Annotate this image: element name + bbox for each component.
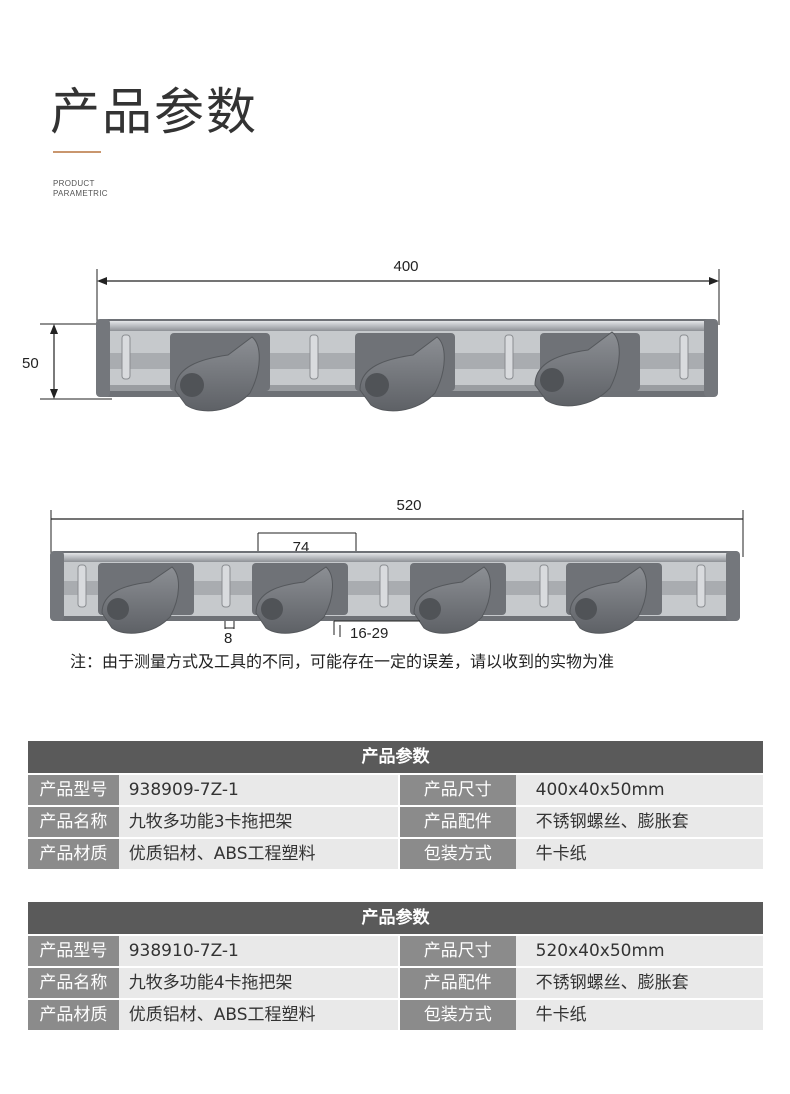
spec-value: 不锈钢螺丝、膨胀套: [515, 807, 763, 837]
height-dimension-label: 50: [22, 355, 39, 372]
spec-value: 优质铝材、ABS工程塑料: [118, 1000, 398, 1030]
product-drawing-3-slot: 400 50: [0, 255, 790, 435]
spec-value: 938909-7Z-1: [118, 775, 398, 805]
spec-key: 产品材质: [28, 839, 119, 869]
spec-key: 产品尺寸: [399, 775, 516, 805]
spec-key: 包装方式: [399, 839, 516, 869]
title-accent-rule: [53, 151, 101, 153]
spec-key: 产品名称: [28, 968, 119, 998]
page-title: 产品参数: [50, 83, 258, 141]
table-row: 产品材质 优质铝材、ABS工程塑料 包装方式 牛卡纸: [28, 839, 763, 869]
range-dimension-label: 16-29: [350, 625, 388, 642]
spec-key: 包装方式: [399, 1000, 516, 1030]
spec-key: 产品配件: [399, 968, 516, 998]
measurement-note: 注：由于测量方式及工具的不同，可能存在一定的误差，请以收到的实物为准: [70, 652, 615, 671]
spec-key: 产品型号: [28, 936, 119, 966]
spec-key: 产品尺寸: [399, 936, 516, 966]
table-row: 产品名称 九牧多功能3卡拖把架 产品配件 不锈钢螺丝、膨胀套: [28, 807, 763, 837]
subtitle-line-2: PARAMETRIC: [53, 189, 108, 198]
spec-value: 不锈钢螺丝、膨胀套: [515, 968, 763, 998]
spec-value: 938910-7Z-1: [118, 936, 398, 966]
spec-table-4-slot: 产品参数 产品型号 938910-7Z-1 产品尺寸 520x40x50mm 产…: [28, 902, 763, 1030]
spec-table-header: 产品参数: [28, 741, 763, 773]
spec-table-header: 产品参数: [28, 902, 763, 934]
spec-key: 产品配件: [399, 807, 516, 837]
page-subtitle: PRODUCT PARAMETRIC: [53, 179, 108, 199]
width-dimension-label: 400: [393, 258, 418, 275]
spec-table-3-slot: 产品参数 产品型号 938909-7Z-1 产品尺寸 400x40x50mm 产…: [28, 741, 763, 869]
subtitle-line-1: PRODUCT: [53, 179, 95, 188]
table-row: 产品材质 优质铝材、ABS工程塑料 包装方式 牛卡纸: [28, 1000, 763, 1030]
product-drawing-4-slot: 520 74: [0, 495, 790, 645]
spec-key: 产品材质: [28, 1000, 119, 1030]
spec-value: 九牧多功能3卡拖把架: [118, 807, 398, 837]
table-row: 产品型号 938909-7Z-1 产品尺寸 400x40x50mm: [28, 775, 763, 805]
spec-value: 优质铝材、ABS工程塑料: [118, 839, 398, 869]
spec-value: 牛卡纸: [515, 1000, 763, 1030]
spec-value: 400x40x50mm: [515, 775, 763, 805]
gap-dimension-label: 8: [224, 630, 232, 645]
spec-value: 牛卡纸: [515, 839, 763, 869]
table-row: 产品型号 938910-7Z-1 产品尺寸 520x40x50mm: [28, 936, 763, 966]
spec-value: 520x40x50mm: [515, 936, 763, 966]
table-row: 产品名称 九牧多功能4卡拖把架 产品配件 不锈钢螺丝、膨胀套: [28, 968, 763, 998]
spec-value: 九牧多功能4卡拖把架: [118, 968, 398, 998]
spec-key: 产品名称: [28, 807, 119, 837]
width-dimension-label: 520: [396, 497, 421, 514]
spec-key: 产品型号: [28, 775, 119, 805]
